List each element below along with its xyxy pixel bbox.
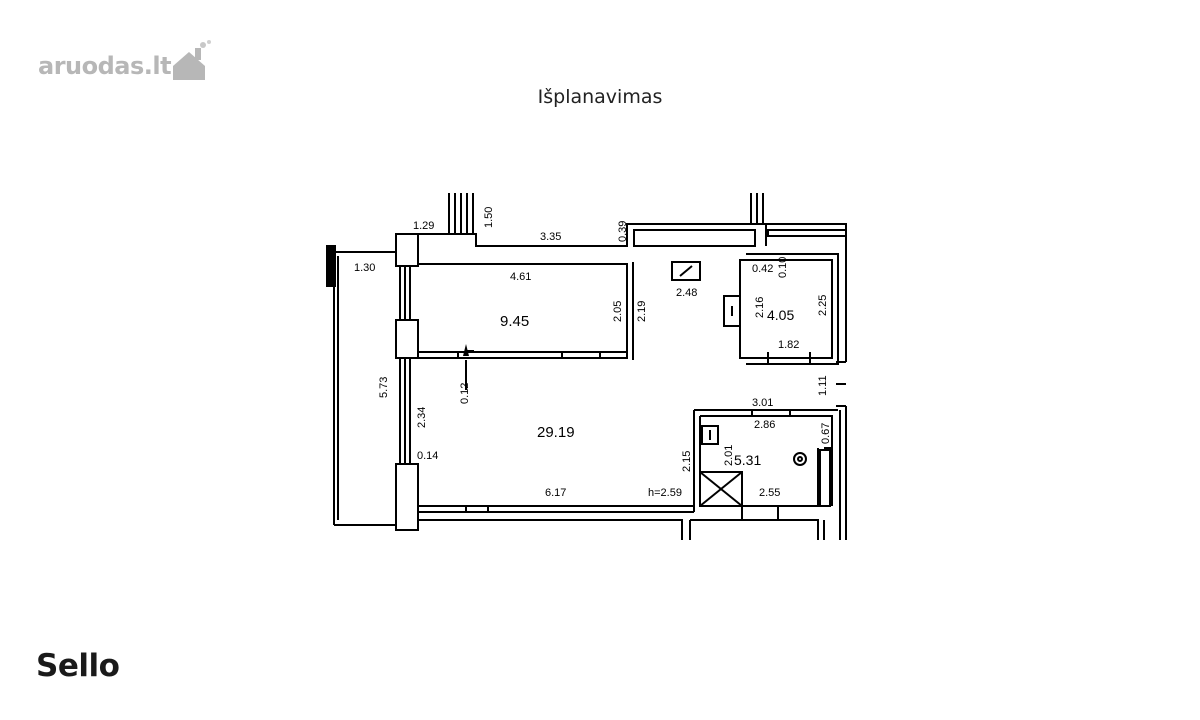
dim-2-15: 2.15	[681, 451, 693, 472]
room-area-4-05: 4.05	[767, 307, 794, 323]
dim-2-19: 2.19	[636, 301, 648, 322]
dim-0-14: 0.14	[417, 450, 438, 462]
dim-1-50: 1.50	[483, 207, 495, 228]
dim-0-67: 0.67	[820, 423, 832, 444]
dim-4-61: 4.61	[510, 271, 531, 283]
dim-1-11: 1.11	[817, 375, 829, 396]
dim-0-12: 0.12	[459, 383, 471, 404]
dim-2-55: 2.55	[759, 487, 780, 499]
dim-1-82: 1.82	[778, 339, 799, 351]
dim-1-30: 1.30	[354, 262, 375, 274]
dim-0-39: 0.39	[617, 221, 629, 242]
dim-2-48: 2.48	[676, 287, 697, 299]
dim-3-35: 3.35	[540, 231, 561, 243]
dim-6-17: 6.17	[545, 487, 566, 499]
dim-2-86: 2.86	[754, 419, 775, 431]
dim-0-42: 0.42	[752, 263, 773, 275]
dim-2-34: 2.34	[416, 407, 428, 428]
dim-2-25: 2.25	[817, 295, 829, 316]
dim-2-16: 2.16	[754, 297, 766, 318]
watermark-text: aruodas.lt	[38, 52, 172, 80]
dim-3-01: 3.01	[752, 397, 773, 409]
dim-5-73: 5.73	[378, 377, 390, 398]
dim-0-10: 0.10	[777, 257, 789, 278]
page-title: Išplanavimas	[537, 86, 663, 108]
room-area-29-19: 29.19	[537, 424, 575, 441]
brand-logo: Sello	[36, 648, 120, 684]
room-area-9-45: 9.45	[500, 313, 529, 330]
aruodas-watermark: aruodas.lt	[38, 40, 238, 90]
dim-1-29: 1.29	[413, 220, 434, 232]
room-area-5-31: 5.31	[734, 452, 761, 468]
dim-2-05: 2.05	[612, 301, 624, 322]
dim-2-01: 2.01	[723, 445, 735, 466]
ceiling-height: h=2.59	[648, 487, 682, 499]
house-logo-icon	[173, 40, 211, 80]
